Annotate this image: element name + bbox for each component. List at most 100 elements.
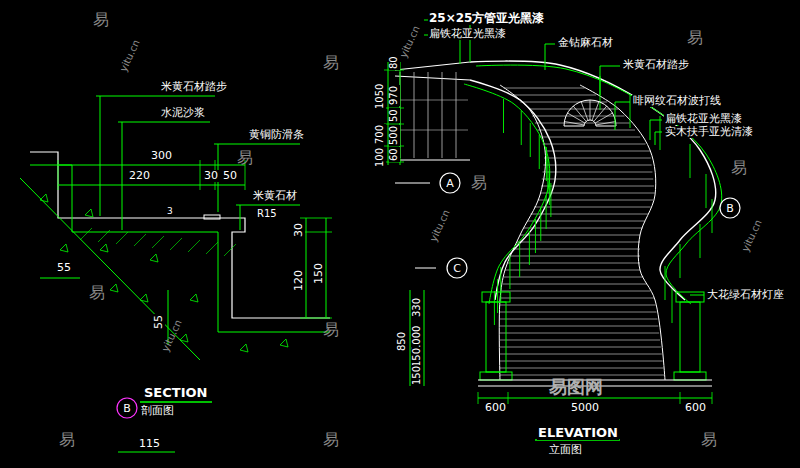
- watermark: 易: [322, 322, 340, 339]
- stair-tread: [500, 312, 657, 313]
- watermark: 易: [58, 432, 76, 449]
- callout-letter: B: [116, 397, 138, 414]
- watermark: yitu.cn: [740, 217, 765, 254]
- dimension: 300: [150, 150, 173, 162]
- callout-circle: A: [439, 172, 461, 194]
- fan-ornament: [567, 113, 584, 123]
- drawing-line: [395, 130, 468, 131]
- baluster: [539, 135, 540, 169]
- drawing-line: [600, 66, 620, 95]
- drawing-line: [395, 100, 468, 101]
- baluster: [546, 147, 547, 181]
- drawing-line: [326, 218, 327, 318]
- stair-tread: [538, 130, 636, 131]
- drawing-line: [240, 205, 241, 230]
- stone-profile: [30, 152, 330, 318]
- baluster: [494, 291, 495, 325]
- view-title: 剖面图: [140, 405, 175, 417]
- baluster: [509, 255, 510, 289]
- baluster: [530, 123, 531, 157]
- stair-tread: [538, 200, 654, 201]
- dimension: 150: [313, 262, 325, 285]
- concrete-hatch: [280, 339, 288, 347]
- title-underline: [140, 401, 212, 403]
- watermark: 易: [322, 55, 340, 72]
- concrete-hatch: [240, 344, 248, 352]
- concrete-hatch: [85, 209, 93, 217]
- drawing-line: [424, 290, 425, 386]
- baluster: [500, 267, 501, 301]
- watermark: 易: [470, 175, 488, 192]
- concrete-hatch: [188, 240, 200, 252]
- stair-tread: [500, 354, 662, 355]
- lamp-base: [486, 302, 506, 372]
- section-drawing: [20, 96, 332, 452]
- material-note: 米黄石材踏步: [622, 59, 690, 71]
- lamp-base: [480, 372, 512, 380]
- concrete-hatch: [60, 244, 68, 252]
- baluster: [672, 289, 673, 323]
- material-note: 米黄石材踏步: [160, 81, 228, 93]
- baluster: [535, 219, 536, 253]
- dim-tick: [300, 218, 332, 219]
- dimension: 1050: [375, 83, 386, 110]
- concrete-hatch: [80, 228, 92, 240]
- dimension: 50: [222, 170, 238, 182]
- stair-tread: [543, 172, 653, 173]
- stair-tread: [543, 144, 646, 145]
- drawing-line: [58, 165, 245, 166]
- watermark: 易: [92, 12, 110, 29]
- stair-tread: [500, 361, 663, 362]
- stair-tread: [500, 340, 660, 341]
- watermark: 易: [686, 30, 704, 47]
- drawing-line: [118, 122, 210, 123]
- fan-ornament: [564, 100, 616, 126]
- baluster: [519, 243, 520, 277]
- rail-line: [476, 65, 722, 304]
- dimension: 60: [389, 147, 400, 162]
- stair-tread: [500, 368, 664, 369]
- baluster: [442, 72, 443, 158]
- dimension: 600: [684, 402, 707, 414]
- stair-edge: [580, 85, 665, 380]
- concrete-hatch: [224, 244, 236, 256]
- stair-tread: [527, 221, 645, 222]
- stair-tread: [540, 137, 640, 138]
- stair-tread: [500, 375, 664, 376]
- concrete-hatch: [100, 244, 108, 252]
- concrete-hatch: [170, 238, 182, 250]
- circle-outline: [447, 258, 467, 278]
- drawing-line: [615, 102, 630, 130]
- fan-ornament: [590, 100, 591, 120]
- callout-letter: C: [446, 257, 468, 274]
- concrete-hatch: [190, 294, 198, 302]
- concrete-hatch: [140, 294, 148, 302]
- stair-tread: [500, 319, 657, 320]
- fan-ornament: [596, 121, 616, 124]
- baluster: [547, 159, 548, 193]
- dim-tick: [478, 392, 479, 404]
- view-title: ELEVATION: [537, 426, 619, 440]
- callout-circle: B: [116, 397, 138, 419]
- watermark: yitu.cn: [398, 23, 423, 60]
- baluster: [712, 199, 713, 233]
- baluster: [630, 94, 631, 128]
- dim-tick: [200, 160, 201, 190]
- drawing-line: [650, 120, 662, 140]
- callout-circle: C: [446, 257, 468, 279]
- fan-ornament: [573, 106, 586, 121]
- stair-tread: [504, 88, 585, 89]
- stair-tread: [500, 298, 654, 299]
- baluster: [549, 171, 550, 205]
- material-note: 黄铜防滑条: [248, 129, 305, 141]
- dimension: 30: [293, 222, 305, 238]
- lamp-base: [680, 302, 700, 372]
- stair-tread: [505, 270, 640, 271]
- stair-tread: [504, 277, 644, 278]
- baluster: [700, 224, 701, 258]
- baluster: [665, 266, 666, 300]
- callout-circle: B: [719, 197, 741, 219]
- drawing-line: [400, 62, 401, 165]
- concrete-hatch: [206, 242, 218, 254]
